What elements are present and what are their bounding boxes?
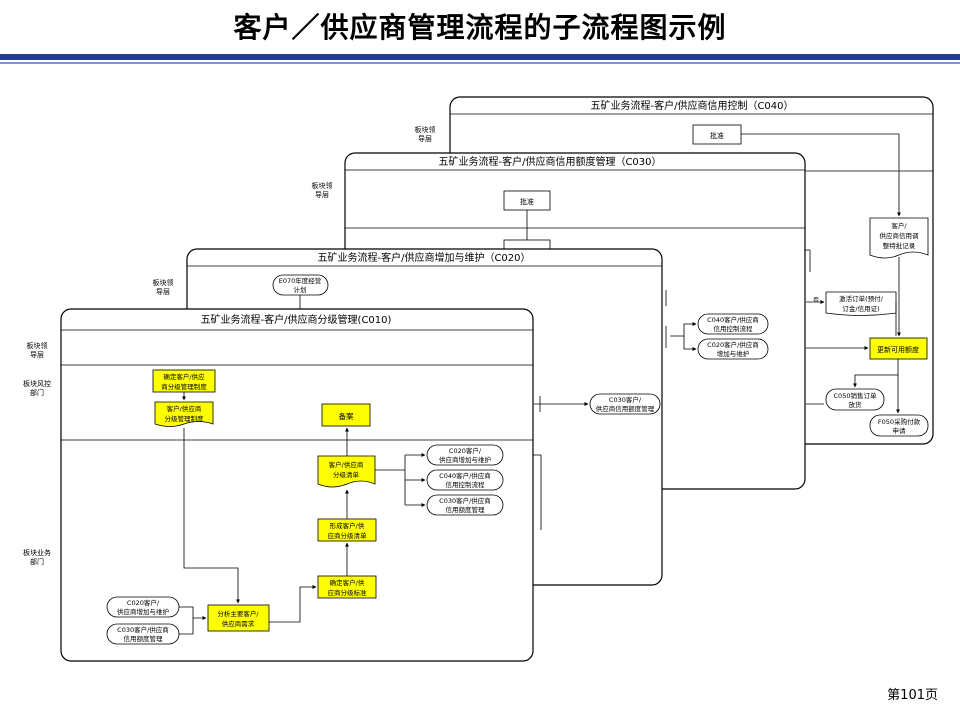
c040-c050-l1: C050销售订单: [834, 391, 877, 400]
lane-label: 板块领: [153, 278, 174, 287]
c010-determine-std-l2: 应商分级标准: [328, 588, 368, 597]
panel-c010-title: 五矿业务流程-客户/供应商分级管理(C010): [201, 313, 392, 326]
c010-rules-doc-l1: 客户/供应商: [167, 404, 202, 413]
c010-determine-std-l1: 确定客户/供: [330, 578, 365, 587]
c010-analyze-box: [207, 604, 270, 632]
c010-form-list-l2: 应商分级清单: [328, 531, 368, 540]
c040-activate-l2: 订金/信用证): [842, 304, 879, 313]
c040-f050-l1: F050采购付款: [878, 417, 921, 426]
c010-backup-label: 备案: [339, 411, 354, 421]
c040-c050-terminator: [825, 388, 885, 411]
c030-ref-c020: [697, 338, 769, 360]
c020-e070-l2: 计划: [294, 285, 307, 294]
c020-ref-c030: [589, 393, 661, 415]
c010-list-doc: [317, 455, 376, 488]
c010-backup-box: [321, 403, 371, 427]
c010-ref-c030-l2: 信用额度管理: [446, 505, 486, 514]
c020-e070-terminator: [272, 274, 329, 296]
lane-label: 板块领: [415, 125, 436, 134]
svg-text:导层: 导层: [156, 288, 170, 296]
c040-adjust-record-l3: 整特批记录: [883, 241, 916, 250]
c040-approve-box: [692, 124, 742, 145]
c020-ref-c030-l2: 供应商信用额度管理: [596, 404, 655, 413]
c030-ref-c040: [697, 313, 769, 335]
lane-label: 部门: [30, 557, 44, 566]
c040-c050-l2: 放货: [849, 400, 863, 409]
c040-f050-l2: 申请: [893, 426, 907, 435]
c010-rules-doc: [154, 401, 214, 427]
c040-adjust-record-doc: [869, 217, 929, 259]
c010-ref-c030: [426, 494, 504, 516]
c010-ref-c020-l2: 供应商增加与维护: [439, 455, 491, 464]
c010-analyze-l2: 供应商需求: [222, 619, 255, 628]
lane-label: 部门: [30, 388, 44, 397]
c030-approve-label: 批准: [520, 197, 534, 206]
c010-ref-c040: [426, 469, 504, 491]
lane-label: 导层: [315, 191, 329, 199]
c010-in-c020-l2: 供应商增加与维护: [117, 607, 169, 616]
c030-ref-c040-l2: 信用控制流程: [714, 324, 754, 333]
panel-c040-title: 五矿业务流程-客户/供应商信用控制（C040）: [590, 99, 793, 112]
c020-e070-l1: E070年度经营: [279, 276, 322, 285]
c010-ref-c020-l1: C020客户/: [449, 446, 482, 455]
c010-analyze-l1: 分析主要客户/: [217, 609, 259, 618]
c010-in-c030-l2: 信用额度管理: [124, 634, 164, 643]
svg-text:否: 否: [813, 297, 819, 304]
c030-ref-c020-l1: C020客户/供应商: [707, 340, 759, 349]
lane-label: 板块领: [27, 341, 48, 350]
svg-text:导层: 导层: [315, 191, 329, 199]
lane-label: 导层: [30, 351, 44, 359]
title-rule-thin: [0, 62, 960, 64]
svg-text:导层: 导层: [418, 135, 432, 143]
c020-ref-c030-l1: C030客户/: [609, 395, 642, 404]
c010-in-c020-l1: C020客户/: [127, 598, 160, 607]
c040-activate-l1: 激活订单(预付/: [839, 294, 884, 303]
page-number: 第101页: [887, 688, 938, 703]
c010-ref-c020: [426, 444, 504, 466]
c010-define-rules-l2: 商分级管理制度: [161, 382, 207, 391]
c010-ref-c040-l1: C040客户/供应商: [439, 471, 491, 480]
lane-label: 板块风控: [23, 379, 51, 388]
c040-approve-label: 批准: [710, 131, 724, 140]
lane-label: 板块业务: [23, 548, 51, 557]
c030-ref-c020-l2: 增加与维护: [717, 349, 750, 358]
c010-in-c030-l1: C030客户/供应商: [117, 625, 169, 634]
c010-list-doc-l2: 分级清单: [333, 470, 360, 479]
panel-c030-title: 五矿业务流程-客户/供应商信用额度管理（C030）: [438, 155, 661, 168]
c030-ref-c040-l1: C040客户/供应商: [707, 315, 759, 324]
c040-adjust-record-l1: 客户/: [891, 221, 907, 230]
c010-rules-doc-l2: 分级管理制度: [165, 414, 205, 423]
c010-list-doc-l1: 客户/供应商: [329, 460, 364, 469]
c040-f050-terminator: [869, 414, 929, 437]
c040-adjust-record-l2: 供应商信用调: [880, 231, 919, 240]
title-rule: [0, 54, 960, 60]
svg-text:板块领: 板块领: [415, 125, 436, 134]
c010-form-list-l1: 形成客户/供: [330, 521, 365, 530]
lane-label: 板块领: [312, 181, 333, 190]
c010-ref-c040-l2: 信用控制流程: [446, 480, 486, 489]
lane-label: 导层: [156, 288, 170, 296]
panel-c010: 五矿业务流程-客户/供应商分级管理(C010) 板块领 导层 板块风控 部门 板…: [23, 308, 534, 662]
lane-label: 导层: [418, 135, 432, 143]
panel-c020-title: 五矿业务流程-客户/供应商增加与维护（C020）: [317, 251, 530, 264]
c040-update-amount-label: 更新可用额度: [877, 345, 919, 354]
svg-text:板块领: 板块领: [153, 278, 174, 287]
c010-ref-c030-l1: C030客户/供应商: [439, 496, 491, 505]
page-title: 客户／供应商管理流程的子流程图示例: [233, 11, 727, 44]
c010-define-rules-l1: 确定客户/供应: [163, 372, 205, 381]
svg-text:板块领: 板块领: [312, 181, 333, 190]
c040-update-amount-box: [869, 337, 928, 360]
